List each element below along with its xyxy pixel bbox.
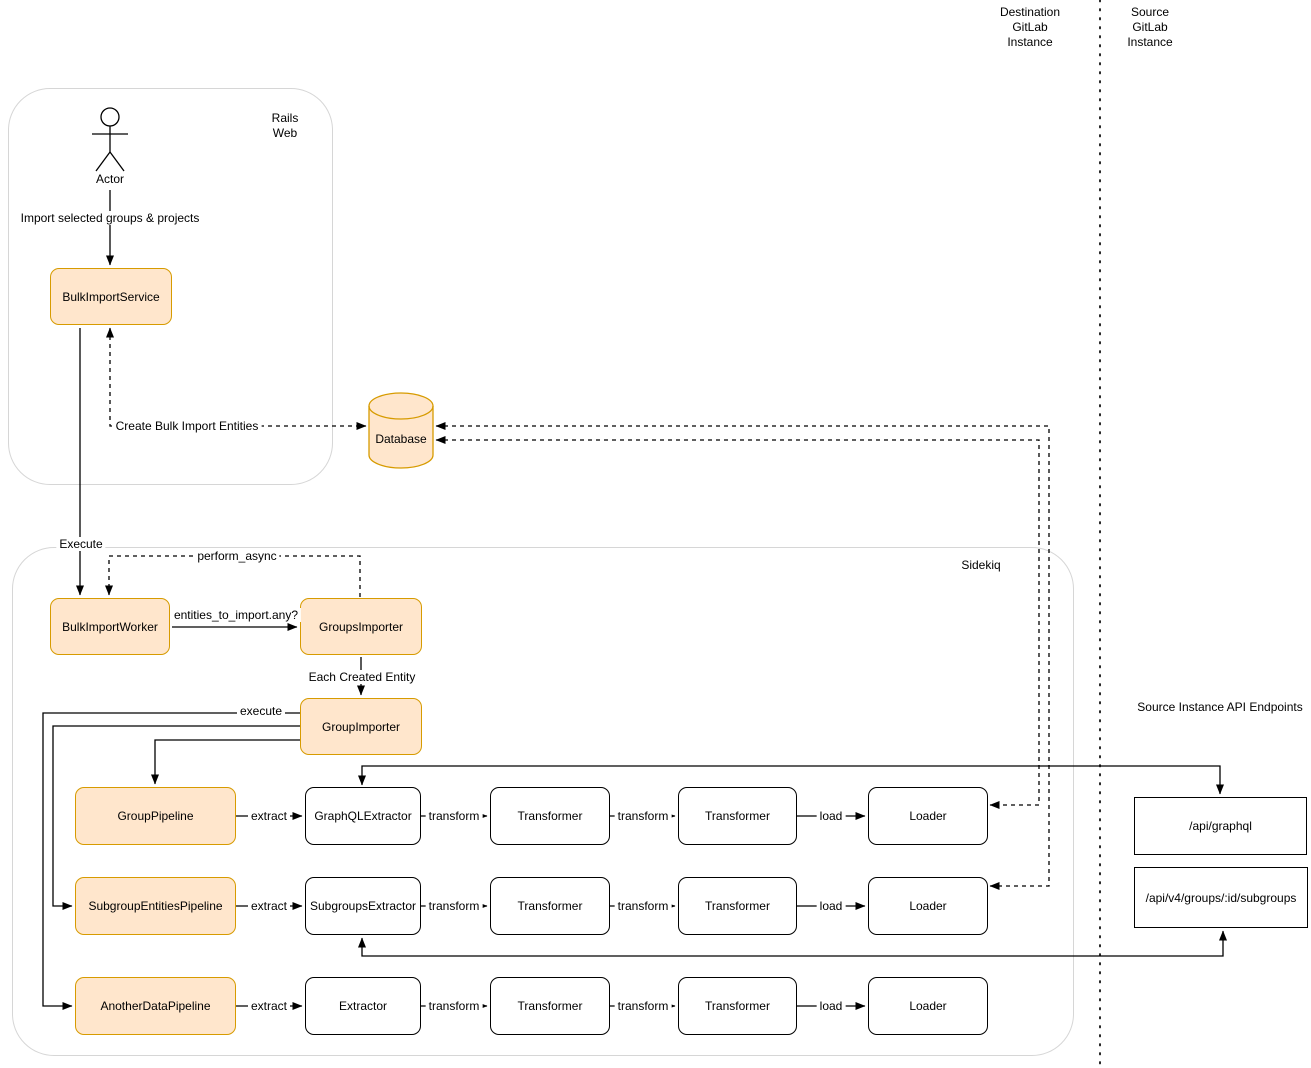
node-group-pipeline: GroupPipeline: [75, 787, 236, 845]
node-another-data-pipeline: AnotherDataPipeline: [75, 977, 236, 1035]
node-transformer-2b: Transformer: [678, 877, 797, 935]
edge-label-transform-2b: transform: [614, 899, 672, 913]
edge-label-transform-1b: transform: [614, 809, 672, 823]
edge-graphqlextractor-api-graphql: [358, 765, 1224, 795]
node-api-graphql: /api/graphql: [1134, 797, 1307, 855]
node-transformer-2a: Transformer: [490, 877, 610, 935]
node-bulk-import-worker: BulkImportWorker: [50, 598, 170, 655]
sidekiq-label: Sidekiq: [961, 558, 1001, 572]
edge-label-load-1: load: [816, 809, 846, 823]
edge-label-extract-2: extract: [247, 899, 291, 913]
node-extractor-3: Extractor: [305, 977, 421, 1035]
node-group-importer: GroupImporter: [300, 698, 422, 755]
edge-subgroupsextractor-api-subgroups: [358, 930, 1227, 957]
node-transformer-3b: Transformer: [678, 977, 797, 1035]
node-transformer-1a: Transformer: [490, 787, 610, 845]
edge-label-transform-3a: transform: [425, 999, 483, 1013]
rails-web-container: [8, 88, 333, 485]
node-loader-3: Loader: [868, 977, 988, 1035]
node-transformer-1b: Transformer: [678, 787, 797, 845]
node-loader-2: Loader: [868, 877, 988, 935]
edge-label-transform-1a: transform: [425, 809, 483, 823]
node-api-subgroups: /api/v4/groups/:id/subgroups: [1134, 867, 1308, 928]
node-loader-1: Loader: [868, 787, 988, 845]
edge-label-execute: Execute: [56, 537, 106, 551]
edge-database-loader1-dashed: [435, 436, 1040, 809]
edge-label-transform-3b: transform: [614, 999, 672, 1013]
edge-label-load-3: load: [816, 999, 846, 1013]
edge-label-entities-check: entities_to_import.any?: [170, 608, 302, 622]
actor-label: Actor: [95, 172, 125, 186]
edge-execute-another-data-pipeline: [42, 712, 300, 1010]
edge-label-each-entity: Each Created Entity: [305, 670, 419, 684]
node-bulk-import-service: BulkImportService: [50, 268, 172, 325]
edge-label-extract-1: extract: [247, 809, 291, 823]
actor-icon: [92, 107, 128, 172]
node-groups-importer: GroupsImporter: [300, 598, 422, 655]
edge-label-transform-2a: transform: [425, 899, 483, 913]
source-instance-label: Source GitLab Instance: [1127, 5, 1173, 49]
node-transformer-3a: Transformer: [490, 977, 610, 1035]
api-endpoints-heading: Source Instance API Endpoints: [1137, 700, 1303, 714]
edge-label-extract-3: extract: [247, 999, 291, 1013]
database-label: Database: [375, 432, 427, 446]
rails-web-label: Rails Web: [271, 111, 299, 140]
node-graphql-extractor: GraphQLExtractor: [305, 787, 421, 845]
database-cylinder: [368, 392, 434, 469]
edge-execute-subgroup-entities-pipeline: [52, 725, 300, 910]
edge-label-perform-async: perform_async: [194, 549, 280, 563]
edge-label-create-entities: Create Bulk Import Entities: [112, 419, 262, 433]
edge-execute-group-pipeline: [151, 739, 300, 785]
edge-label-execute-pipeline: execute: [236, 704, 286, 718]
edge-service-database-dashed: [106, 327, 367, 430]
edge-label-import-selected: Import selected groups & projects: [17, 211, 203, 225]
destination-instance-label: Destination GitLab Instance: [999, 5, 1061, 49]
edge-database-loader2-dashed: [435, 422, 1050, 890]
edge-label-load-2: load: [816, 899, 846, 913]
node-subgroup-entities-pipeline: SubgroupEntitiesPipeline: [75, 877, 236, 935]
node-subgroups-extractor: SubgroupsExtractor: [305, 877, 421, 935]
